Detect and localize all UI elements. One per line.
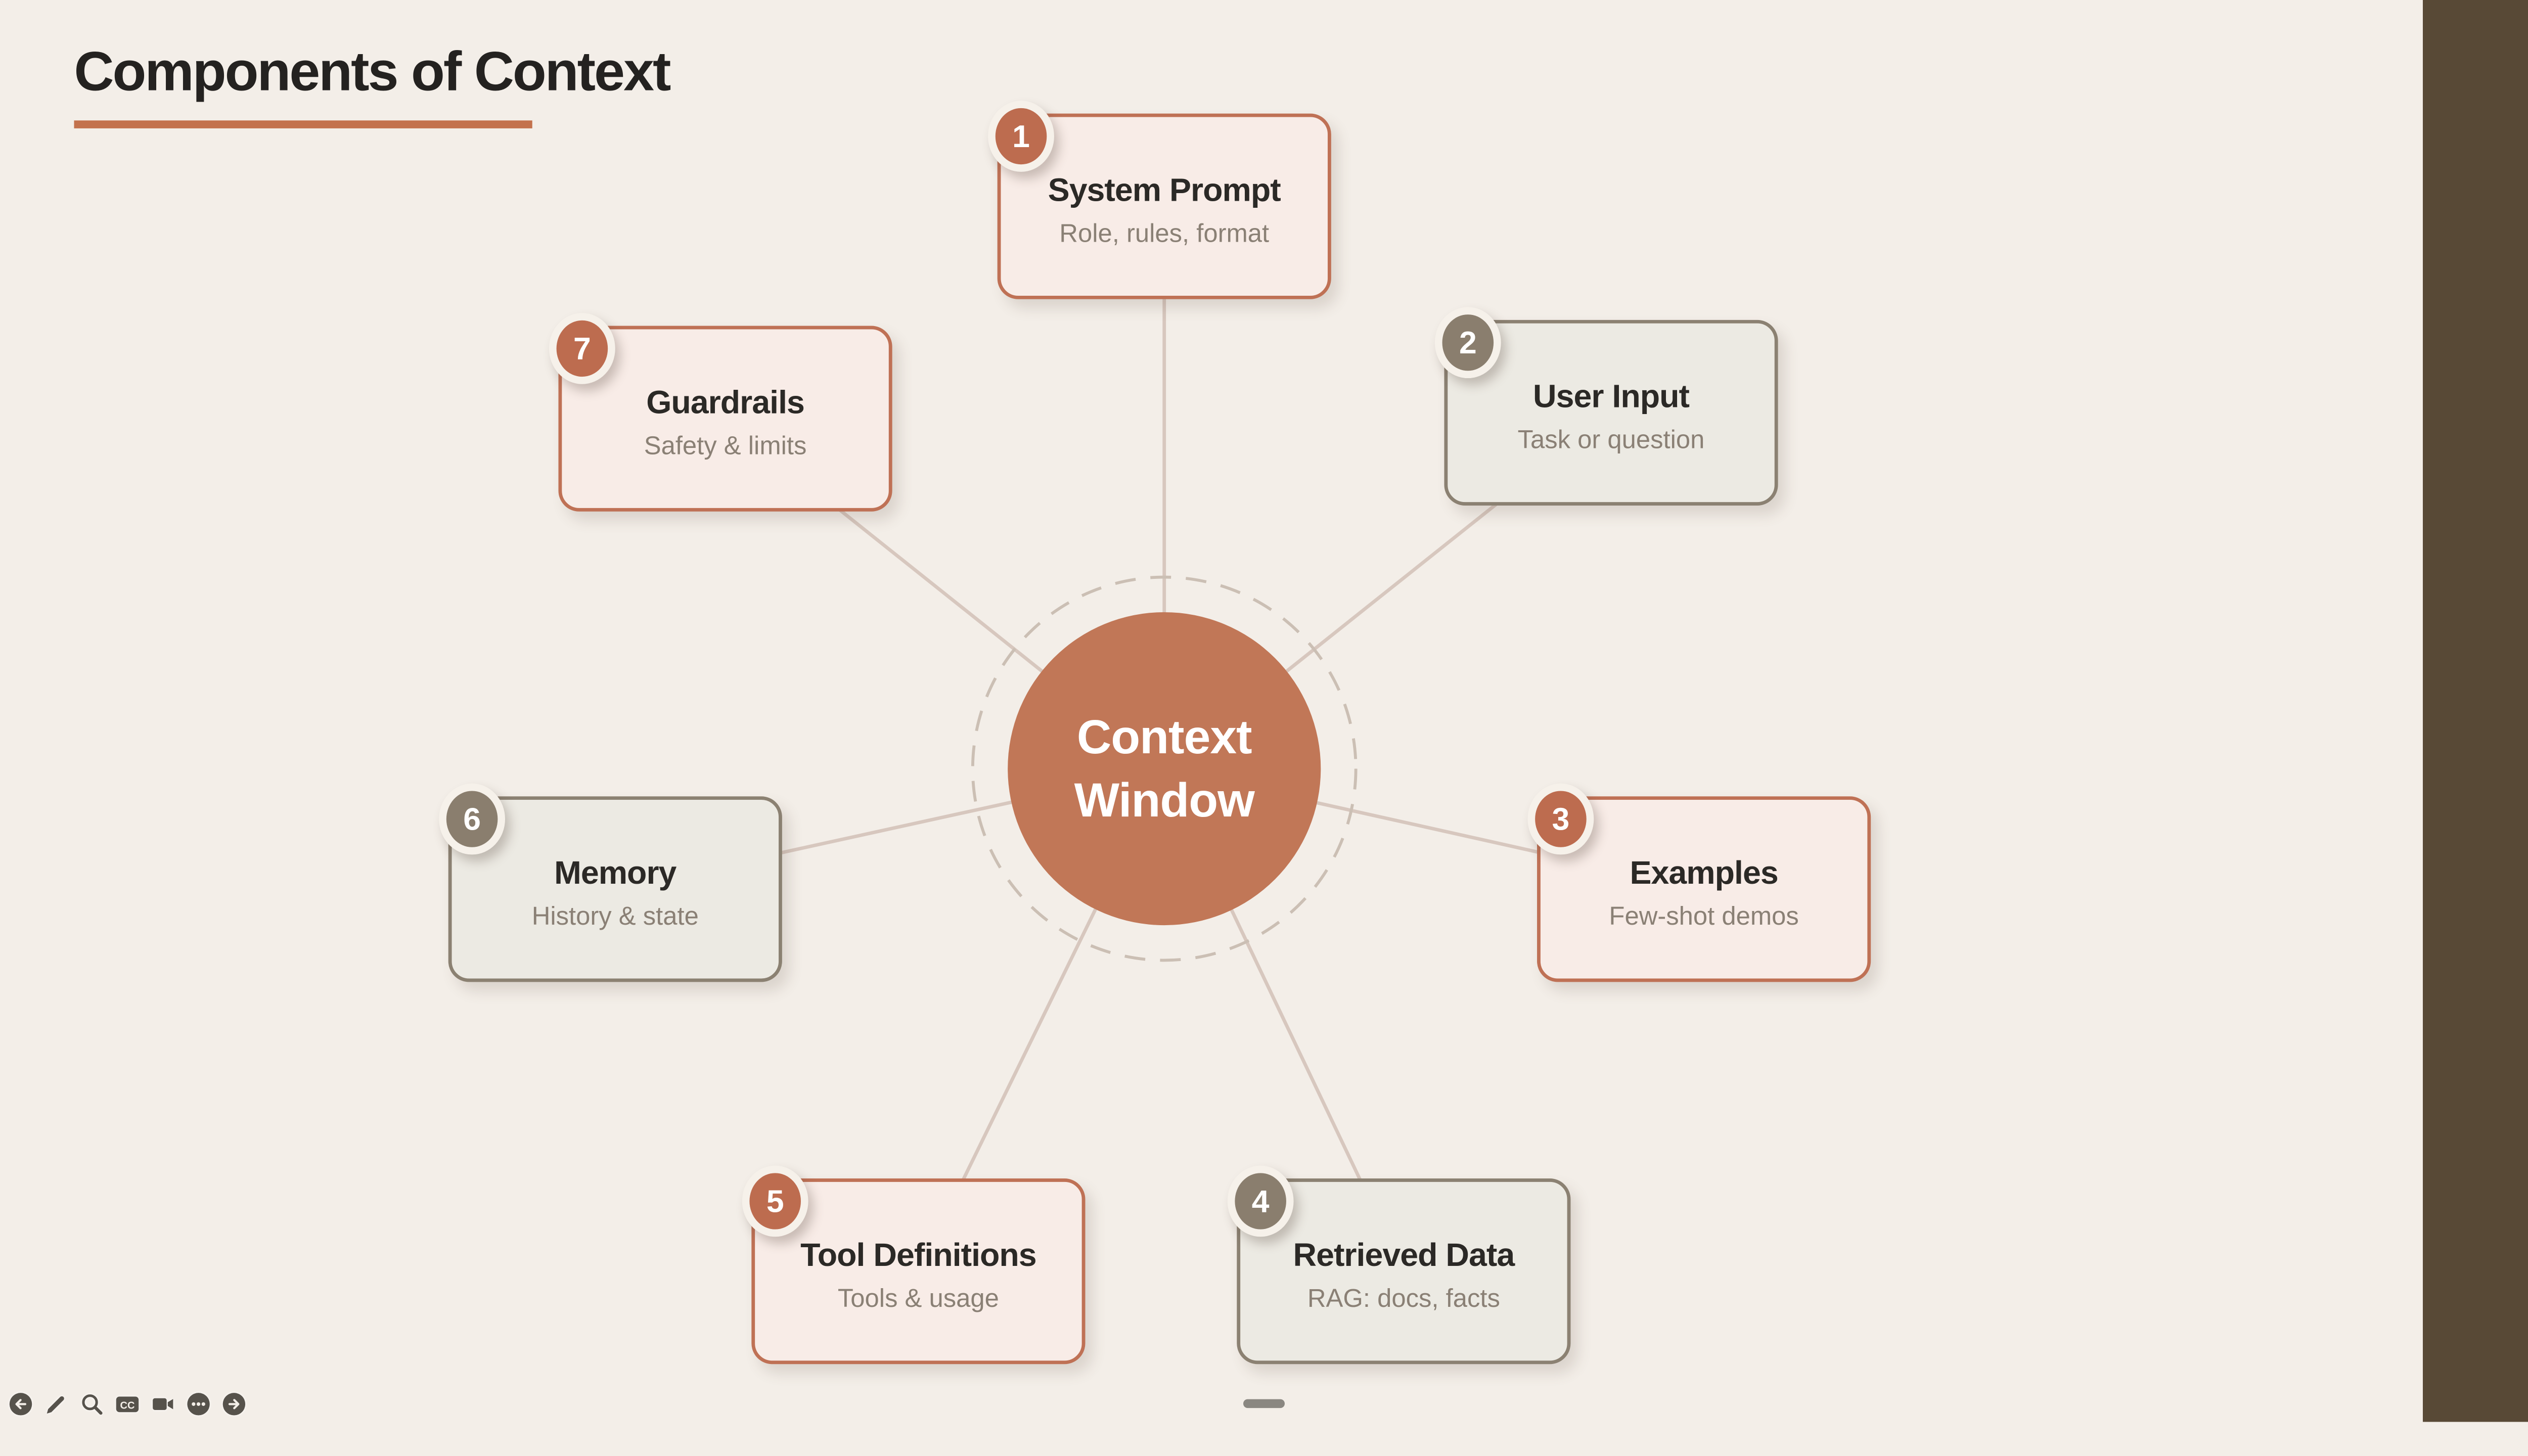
node-subtitle: Few-shot demos <box>1609 902 1799 931</box>
node-number-badge: 6 <box>439 783 506 855</box>
node-title: User Input <box>1533 378 1690 415</box>
node-title: Tool Definitions <box>800 1236 1036 1273</box>
node-title: Memory <box>554 854 676 891</box>
title-underline <box>74 120 532 128</box>
closed-captions-button[interactable]: CC <box>114 1390 142 1418</box>
node-number-badge: 5 <box>742 1165 808 1237</box>
node-title: System Prompt <box>1048 171 1281 208</box>
more-options-icon <box>187 1393 210 1416</box>
slide-canvas: Components of Context Context Window 1 S… <box>7 0 2528 1422</box>
node-number-badge: 7 <box>549 313 615 384</box>
node-number-badge: 4 <box>1227 1165 1294 1237</box>
hub-label-line1: Context <box>1076 710 1252 764</box>
slideshow-toolbar: CC <box>7 1390 248 1418</box>
app-side-strip <box>2422 0 2528 1422</box>
context-window-hub: Context Window <box>1008 612 1321 926</box>
node-subtitle: Task or question <box>1517 425 1705 454</box>
node-examples: 3 Examples Few-shot demos <box>1527 783 1871 982</box>
node-subtitle: Safety & limits <box>644 431 807 461</box>
node-subtitle: History & state <box>531 902 699 931</box>
node-number-badge: 3 <box>1527 783 1594 855</box>
node-title: Examples <box>1630 854 1779 891</box>
node-user-input: 2 User Input Task or question <box>1434 307 1778 506</box>
node-tool-definitions: 5 Tool Definitions Tools & usage <box>742 1165 1086 1364</box>
next-slide-button[interactable] <box>220 1390 248 1418</box>
dashed-ring <box>971 575 1358 962</box>
camera-button[interactable] <box>149 1390 177 1418</box>
node-memory: 6 Memory History & state <box>439 783 782 982</box>
node-number-badge: 1 <box>988 101 1054 172</box>
previous-slide-icon <box>9 1393 32 1416</box>
next-slide-icon <box>222 1393 246 1416</box>
svg-text:CC: CC <box>120 1400 134 1412</box>
page-title: Components of Context <box>74 40 671 103</box>
node-number-badge: 2 <box>1434 307 1501 379</box>
node-subtitle: Tools & usage <box>837 1284 999 1313</box>
camera-icon <box>153 1398 173 1410</box>
node-title: Retrieved Data <box>1293 1236 1515 1273</box>
previous-slide-button[interactable] <box>7 1390 35 1418</box>
node-subtitle: RAG: docs, facts <box>1307 1284 1500 1313</box>
scrollbar-thumb[interactable] <box>1243 1399 1285 1408</box>
node-guardrails: 7 Guardrails Safety & limits <box>549 313 892 512</box>
closed-captions-icon: CC <box>116 1396 139 1413</box>
node-subtitle: Role, rules, format <box>1059 219 1270 248</box>
hub-label-line2: Window <box>1074 773 1255 827</box>
pen-icon <box>47 1396 64 1414</box>
node-retrieved-data: 4 Retrieved Data RAG: docs, facts <box>1227 1165 1571 1364</box>
pen-button[interactable] <box>42 1390 70 1418</box>
more-options-button[interactable] <box>185 1390 212 1418</box>
zoom-icon <box>82 1394 103 1415</box>
zoom-button[interactable] <box>78 1390 106 1418</box>
node-title: Guardrails <box>646 383 805 421</box>
node-system-prompt: 1 System Prompt Role, rules, format <box>988 101 1331 299</box>
